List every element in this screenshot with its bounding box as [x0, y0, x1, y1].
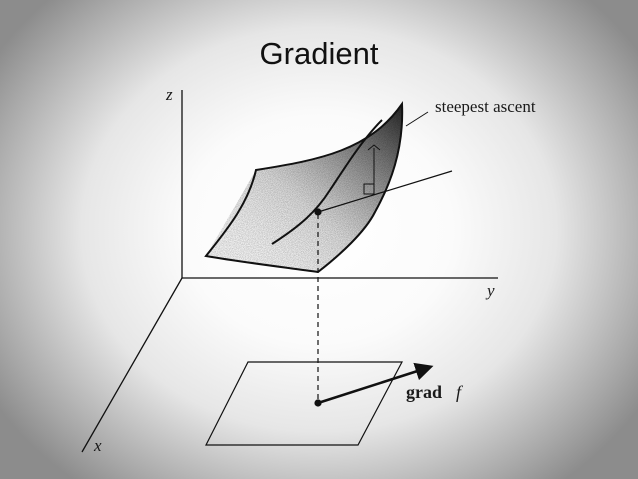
domain-plane — [205, 361, 403, 446]
grad-f-label: f — [456, 382, 464, 402]
tangent-line — [317, 170, 453, 213]
steepest-ascent-curve — [271, 119, 383, 245]
steepest-ascent-label: steepest ascent — [435, 97, 536, 116]
x-axis — [81, 277, 183, 453]
surface-outline — [204, 100, 404, 274]
grad-label: grad — [406, 382, 442, 402]
right-angle-marker — [363, 183, 375, 195]
steepest-ascent-leader — [405, 111, 429, 127]
slide-title: Gradient — [259, 36, 379, 71]
surface-point — [314, 208, 322, 216]
gradient-vector-arrow — [317, 362, 434, 405]
z-axis-label: z — [165, 85, 173, 104]
y-axis-label: y — [485, 281, 495, 300]
x-axis-label: x — [93, 436, 102, 455]
small-arrow-mark — [367, 144, 381, 151]
